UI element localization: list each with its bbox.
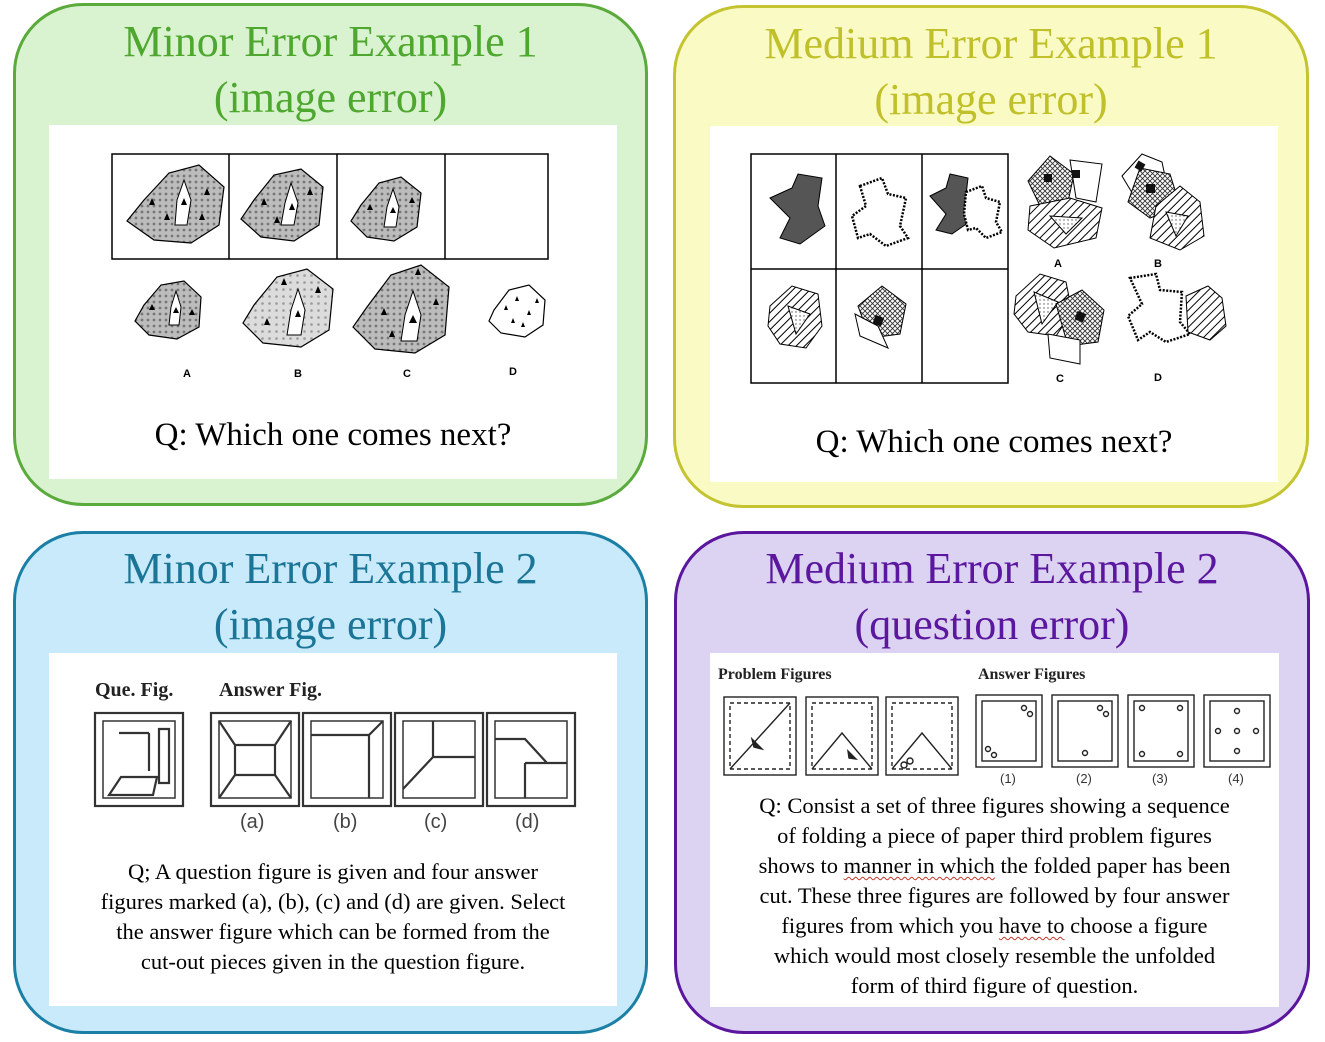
question-line: of folding a piece of paper third proble…	[777, 823, 1212, 848]
option-label-c: C	[403, 368, 411, 380]
sequence-shape-1	[126, 164, 225, 244]
puzzle-panel: A B C D Q: Which one comes next?	[710, 126, 1278, 482]
question-segment: the folded paper has been	[994, 853, 1231, 878]
option-label-d: D	[509, 366, 517, 378]
option-figure-c	[393, 711, 485, 808]
card-title-line2: (image error)	[213, 600, 448, 649]
option-label-d: D	[1154, 372, 1162, 384]
option-shape-a	[134, 280, 202, 340]
puzzle-panel: Que. Fig. Answer Fig.	[49, 653, 617, 1006]
option-shape-a	[1027, 155, 1103, 249]
grammar-flag: have to	[998, 913, 1065, 938]
question-line: figures marked (a), (b), (c) and (d) are…	[100, 889, 566, 914]
question-segment: shows to	[758, 853, 844, 878]
option-shape-d	[488, 284, 546, 338]
option-label-b: (b)	[333, 811, 357, 833]
option-label-a: A	[1054, 258, 1062, 270]
question-figure	[93, 711, 185, 808]
question-line: cut. These three figures are followed by…	[759, 883, 1230, 908]
sequence-shape-2	[240, 168, 324, 242]
card-title-line2: (question error)	[854, 600, 1130, 649]
sequence-shape-3	[350, 176, 422, 242]
card-title-line1: Medium Error Example 2	[765, 544, 1219, 593]
question-line: form of third figure of question.	[850, 973, 1139, 998]
grid-shape-3b	[962, 184, 1004, 240]
puzzle-panel: A B C D Q: Which one comes next?	[49, 125, 617, 479]
card-title-line1: Medium Error Example 1	[764, 19, 1218, 68]
problem-figure-1	[723, 696, 797, 776]
question-line: which would most closely resemble the un…	[773, 943, 1216, 968]
option-label-4: (4)	[1228, 771, 1244, 786]
grid-shape-1	[769, 173, 826, 245]
card-minor-error-2: Minor Error Example 2 (image error) Que.…	[13, 531, 648, 1034]
option-figure-d	[485, 711, 577, 808]
question-line: Q: Consist a set of three figures showin…	[759, 793, 1230, 818]
problem-figure-2	[805, 696, 879, 776]
sequence-grid	[111, 153, 549, 260]
question-text: Q: Which one comes next?	[154, 417, 512, 453]
question-text: Q: Consist a set of three figures showin…	[710, 791, 1279, 1001]
option-shape-c	[352, 264, 450, 354]
option-label-b: B	[294, 368, 302, 380]
grid-shape-4	[767, 285, 823, 349]
shape-analogy-figure: A B C D	[750, 153, 1227, 385]
answer-figures-label: Answer Figures	[978, 666, 1085, 683]
question-line: cut-out pieces given in the question fig…	[140, 949, 526, 974]
question-text: Q: Which one comes next?	[815, 424, 1173, 460]
answer-figure-2	[1051, 694, 1119, 768]
card-title-line2: (image error)	[874, 75, 1108, 124]
pattern-puzzle-figure: A B C D	[111, 153, 549, 380]
answer-figure-3	[1127, 694, 1195, 768]
answer-fig-label: Answer Fig.	[219, 679, 322, 701]
option-label-c: (c)	[424, 811, 447, 833]
grid-shape-2	[850, 176, 910, 248]
analogy-grid	[750, 153, 1009, 384]
puzzle-panel: Problem Figures Answer Figures	[710, 653, 1279, 1007]
grid-shape-5	[854, 285, 907, 349]
option-label-1: (1)	[1000, 771, 1016, 786]
question-line: the answer figure which can be formed fr…	[116, 919, 550, 944]
option-figure-a	[209, 711, 301, 808]
option-label-a: (a)	[240, 811, 264, 833]
option-label-3: (3)	[1152, 771, 1168, 786]
option-label-2: (2)	[1076, 771, 1092, 786]
option-shape-c	[1013, 273, 1105, 365]
question-line: figures from which you have to choose a …	[710, 911, 1279, 941]
card-medium-error-2: Medium Error Example 2 (question error) …	[674, 531, 1310, 1034]
option-shape-b	[1121, 153, 1205, 251]
option-shape-d	[1126, 272, 1227, 344]
paper-folding-figure: Problem Figures Answer Figures	[718, 666, 1271, 786]
grammar-flag: manner in which	[843, 853, 995, 878]
problem-figures-label: Problem Figures	[718, 666, 832, 683]
question-segment: choose a figure	[1064, 913, 1208, 938]
card-medium-error-1: Medium Error Example 1 (image error)	[673, 5, 1309, 508]
card-title-line1: Minor Error Example 1	[123, 17, 538, 66]
option-label-c: C	[1056, 373, 1064, 385]
answer-figure-1	[975, 694, 1043, 768]
question-line: shows to manner in which the folded pape…	[710, 851, 1279, 881]
que-fig-label: Que. Fig.	[95, 679, 173, 701]
cutout-puzzle-figure: Que. Fig. Answer Fig.	[93, 679, 577, 833]
option-label-d: (d)	[515, 811, 539, 833]
option-label-a: A	[183, 368, 191, 380]
question-text: Q; A question figure is given and four a…	[49, 857, 617, 977]
question-line: Q; A question figure is given and four a…	[128, 859, 538, 884]
option-label-b: B	[1154, 258, 1162, 270]
answer-figure-4	[1203, 694, 1271, 768]
card-minor-error-1: Minor Error Example 1 (image error)	[13, 3, 648, 506]
question-segment: figures from which you	[781, 913, 999, 938]
card-title-line2: (image error)	[213, 73, 448, 122]
card-title-line1: Minor Error Example 2	[123, 544, 538, 593]
option-figure-b	[301, 711, 393, 808]
problem-figure-3	[885, 696, 959, 776]
option-shape-b	[242, 268, 334, 348]
